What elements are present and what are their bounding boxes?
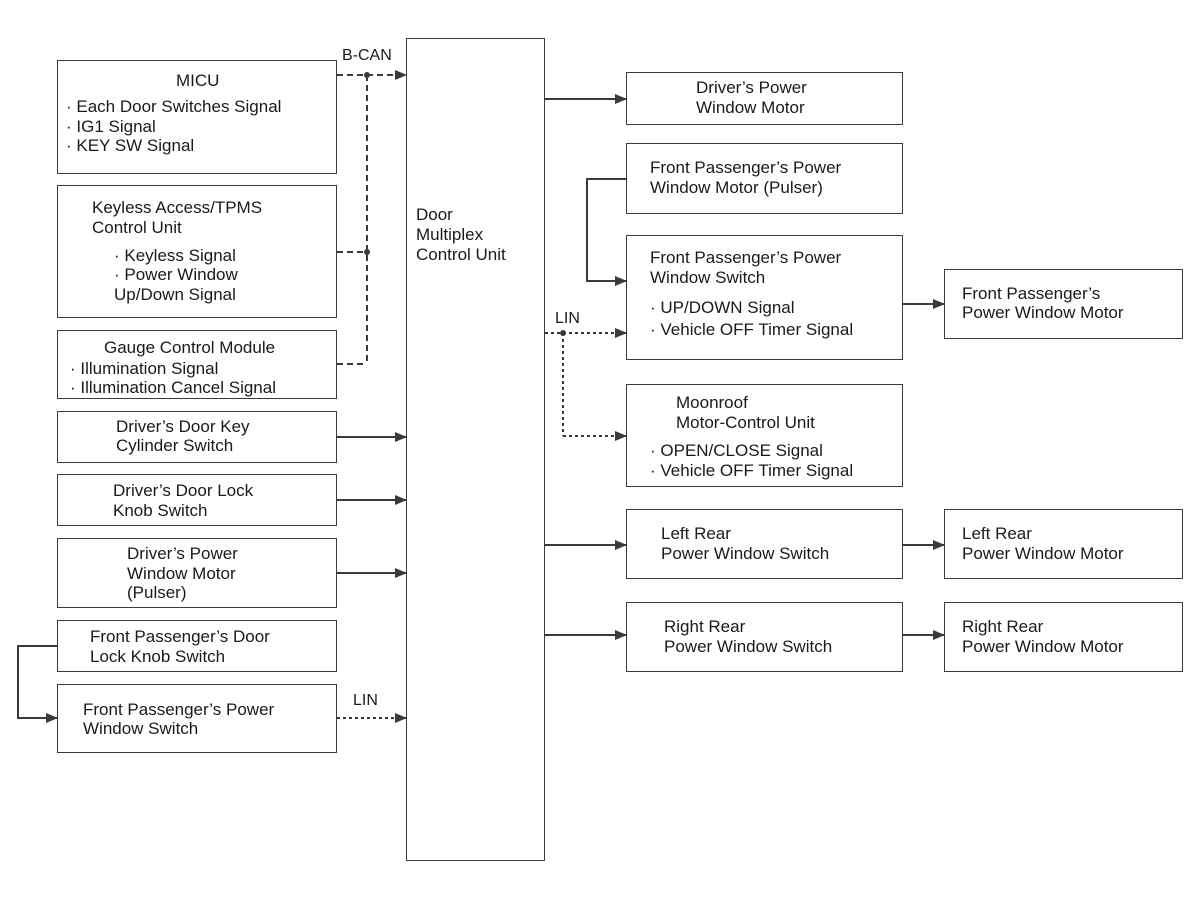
lr-switch-box: Left Rear Power Window Switch	[626, 509, 903, 579]
micu-box: MICU · Each Door Switches Signal · IG1 S…	[57, 60, 337, 174]
fp-pulser-text: Window Motor (Pulser)	[650, 178, 823, 197]
rr-switch-text: Right Rear	[664, 617, 746, 636]
gauge-signal: · Illumination Cancel Signal	[70, 378, 276, 397]
fp-lock-knob-text: Front Passenger’s Door	[90, 627, 270, 646]
center-title-line: Multiplex	[416, 225, 484, 244]
drv-motor-box: Driver’s Power Window Motor	[626, 72, 903, 125]
moonroof-title: Moonroof	[676, 393, 748, 412]
fp-window-switch-left-text: Window Switch	[83, 719, 199, 738]
fp-motor-box: Front Passenger’s Power Window Motor	[944, 269, 1183, 339]
fp-switch-signal: · UP/DOWN Signal	[650, 298, 795, 317]
drv-pulser-text: (Pulser)	[127, 583, 187, 602]
fp-pulser-box: Front Passenger’s Power Window Motor (Pu…	[626, 143, 903, 214]
keyless-signal: Up/Down Signal	[114, 285, 236, 304]
drv-pulser-text: Driver’s Power	[127, 544, 238, 563]
lr-motor-text: Power Window Motor	[962, 544, 1124, 563]
center-title-line: Control Unit	[416, 245, 506, 264]
keyless-title: Control Unit	[92, 218, 182, 237]
bcan-label: B-CAN	[342, 47, 392, 64]
bcan-junction-top	[364, 72, 370, 78]
moonroof-box: Moonroof Motor-Control Unit · OPEN/CLOSE…	[626, 384, 903, 487]
keyless-signal: · Power Window	[114, 265, 238, 284]
key-cylinder-text: Cylinder Switch	[116, 436, 234, 455]
micu-signal: · KEY SW Signal	[66, 136, 195, 155]
lr-switch-text: Left Rear	[661, 524, 731, 543]
lr-motor-text: Left Rear	[962, 524, 1032, 543]
rr-motor-text: Power Window Motor	[962, 637, 1124, 656]
micu-title: MICU	[176, 71, 220, 90]
lock-knob-text: Knob Switch	[113, 501, 208, 520]
lin-junction	[560, 330, 566, 336]
gauge-title: Gauge Control Module	[104, 338, 276, 357]
door-multiplex-control-unit: Door Multiplex Control Unit	[406, 38, 545, 861]
lr-motor-box: Left Rear Power Window Motor	[944, 509, 1183, 579]
fp-switch-title: Window Switch	[650, 268, 766, 287]
keyless-box: Keyless Access/TPMS Control Unit · Keyle…	[57, 185, 337, 318]
fp-switch-box: Front Passenger’s Power Window Switch · …	[626, 235, 903, 360]
arrow-fp-lock-to-switch	[17, 645, 58, 723]
moonroof-title: Motor-Control Unit	[676, 413, 815, 432]
fp-window-switch-left-box: Front Passenger’s Power Window Switch	[57, 684, 337, 753]
lin-label-left: LIN	[353, 692, 378, 709]
moonroof-signal: · Vehicle OFF Timer Signal	[650, 461, 854, 480]
fp-switch-title: Front Passenger’s Power	[650, 248, 842, 267]
key-cylinder-text: Driver’s Door Key	[116, 417, 250, 436]
fp-pulser-text: Front Passenger’s Power	[650, 158, 842, 177]
fp-motor-text: Power Window Motor	[962, 303, 1124, 322]
moonroof-signal: · OPEN/CLOSE Signal	[650, 441, 823, 460]
keyless-title: Keyless Access/TPMS	[92, 198, 263, 217]
fp-switch-signal: · Vehicle OFF Timer Signal	[650, 320, 854, 339]
micu-signal: · Each Door Switches Signal	[66, 97, 282, 116]
rr-switch-text: Power Window Switch	[664, 637, 833, 656]
gauge-box: Gauge Control Module · Illumination Sign…	[57, 330, 337, 399]
drv-motor-text: Window Motor	[696, 98, 805, 117]
lin-label-right: LIN	[555, 310, 580, 327]
lock-knob-text: Driver’s Door Lock	[113, 481, 254, 500]
gauge-signal: · Illumination Signal	[70, 359, 219, 378]
rr-motor-text: Right Rear	[962, 617, 1044, 636]
fp-lock-knob-box: Front Passenger’s Door Lock Knob Switch	[57, 620, 337, 672]
center-title-line: Door	[416, 205, 453, 224]
rr-switch-box: Right Rear Power Window Switch	[626, 602, 903, 672]
drv-pulser-box: Driver’s Power Window Motor (Pulser)	[57, 538, 337, 608]
drv-pulser-text: Window Motor	[127, 564, 236, 583]
lock-knob-box: Driver’s Door Lock Knob Switch	[57, 474, 337, 526]
drv-motor-text: Driver’s Power	[696, 78, 807, 97]
arrow-pulser-to-switch	[586, 178, 627, 286]
fp-window-switch-left-text: Front Passenger’s Power	[83, 700, 275, 719]
fp-lock-knob-text: Lock Knob Switch	[90, 647, 226, 666]
bcan-junction-keyless	[364, 249, 370, 255]
fp-motor-text: Front Passenger’s	[962, 284, 1101, 303]
rr-motor-box: Right Rear Power Window Motor	[944, 602, 1183, 672]
keyless-signal: · Keyless Signal	[114, 246, 236, 265]
micu-signal: · IG1 Signal	[66, 117, 156, 136]
lr-switch-text: Power Window Switch	[661, 544, 830, 563]
key-cylinder-box: Driver’s Door Key Cylinder Switch	[57, 411, 337, 463]
